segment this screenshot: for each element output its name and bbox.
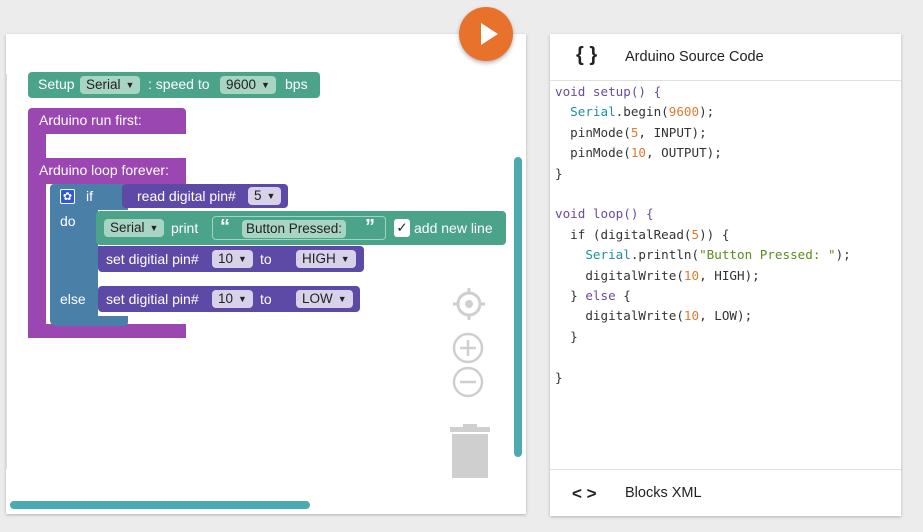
- low-state-dropdown[interactable]: LOW▼: [296, 290, 353, 308]
- run-first-label: Arduino run first:: [39, 112, 142, 128]
- print-serial-dropdown[interactable]: Serial▼: [104, 219, 165, 237]
- code-line: void loop() {: [555, 206, 654, 222]
- high-state-dropdown[interactable]: HIGH▼: [296, 250, 356, 268]
- set-pin-label: set digitial pin#: [106, 291, 199, 307]
- play-icon[interactable]: [459, 7, 513, 61]
- baud-rate-dropdown[interactable]: 9600▼: [220, 76, 276, 94]
- else-label: else: [60, 291, 86, 307]
- print-label: print: [171, 220, 199, 236]
- if-label: if: [86, 188, 93, 204]
- low-pin-dropdown[interactable]: 10▼: [212, 290, 253, 308]
- code-line: }: [555, 369, 563, 385]
- code-line: digitalWrite(10, LOW);: [555, 308, 753, 324]
- to-label: to: [260, 291, 272, 307]
- blocks-xml-tab[interactable]: < > Blocks XML: [550, 469, 901, 517]
- open-quote-icon: “: [220, 216, 230, 238]
- blocks-xml-title: Blocks XML: [625, 485, 702, 501]
- code-line: }: [555, 328, 578, 344]
- newline-label: add new line: [414, 220, 493, 236]
- setup-serial-block[interactable]: Setup Serial▼ : speed to 9600▼ bps: [28, 72, 320, 98]
- source-code-title: Arduino Source Code: [625, 49, 764, 65]
- bps-label: bps: [285, 76, 308, 92]
- read-pin-dropdown[interactable]: 5▼: [248, 187, 282, 205]
- if-else-block-side: [50, 210, 98, 326]
- code-line: digitalWrite(10, HIGH);: [555, 267, 760, 283]
- code-line: pinMode(10, OUTPUT);: [555, 145, 722, 161]
- zoom-out-icon[interactable]: [452, 366, 484, 398]
- code-line: [555, 347, 851, 367]
- code-line: if (digitalRead(5)) {: [555, 226, 730, 242]
- gear-icon[interactable]: ✿: [60, 189, 75, 204]
- read-pin-label: read digital pin#: [137, 188, 236, 204]
- loop-forever-label: Arduino loop forever:: [39, 162, 169, 178]
- speed-label: : speed to: [148, 76, 210, 92]
- serial-print-block[interactable]: Serial▼ print “ Button Pressed: ” ✓ add …: [96, 211, 506, 245]
- code-line: }: [555, 165, 563, 181]
- trash-icon[interactable]: [448, 424, 492, 480]
- code-line: pinMode(5, INPUT);: [555, 124, 707, 140]
- run-first-bottom: [28, 158, 186, 184]
- zoom-in-icon[interactable]: [452, 332, 484, 364]
- code-line: } else {: [555, 288, 631, 304]
- close-quote-icon: ”: [365, 216, 375, 238]
- text-block[interactable]: “ Button Pressed: ”: [212, 216, 386, 240]
- braces-icon: { }: [576, 44, 598, 66]
- source-code: void setup() { Serial.begin(9600); pinMo…: [555, 82, 851, 388]
- code-line: Serial.begin(9600);: [570, 104, 715, 120]
- newline-checkbox[interactable]: ✓: [394, 219, 410, 237]
- set-pin-high-block[interactable]: set digitial pin# 10▼ to HIGH▼: [98, 246, 364, 272]
- to-label: to: [260, 251, 272, 267]
- code-panel: { } Arduino Source Code void setup() { S…: [550, 34, 901, 516]
- horizontal-scrollbar[interactable]: [10, 501, 310, 509]
- set-pin-label: set digitial pin#: [106, 251, 199, 267]
- arduino-main-block-side: [28, 134, 46, 338]
- run-first-slot: [46, 134, 54, 158]
- serial-port-dropdown[interactable]: Serial▼: [80, 76, 141, 94]
- code-line: void setup() {: [555, 84, 662, 99]
- code-line: Serial.println("Button Pressed: ");: [585, 247, 851, 263]
- code-brackets-icon: < >: [572, 484, 597, 503]
- if-else-bottom: [50, 316, 128, 326]
- text-field[interactable]: Button Pressed:: [242, 220, 347, 238]
- set-pin-low-block[interactable]: set digitial pin# 10▼ to LOW▼: [98, 286, 360, 312]
- target-icon[interactable]: [452, 287, 486, 321]
- do-label: do: [60, 213, 76, 229]
- arduino-main-block[interactable]: [28, 108, 186, 134]
- code-line: [555, 184, 851, 204]
- arduino-main-block-bottom: [28, 324, 186, 338]
- high-pin-dropdown[interactable]: 10▼: [212, 250, 253, 268]
- blocks-workspace[interactable]: Setup Serial▼ : speed to 9600▼ bps Ardui…: [6, 34, 526, 514]
- setup-label: Setup: [38, 76, 75, 92]
- vertical-scrollbar[interactable]: [514, 157, 522, 457]
- source-code-tab[interactable]: { } Arduino Source Code: [550, 34, 901, 81]
- read-digital-pin-block[interactable]: read digital pin# 5▼: [122, 184, 288, 208]
- workspace-edge: [6, 74, 7, 469]
